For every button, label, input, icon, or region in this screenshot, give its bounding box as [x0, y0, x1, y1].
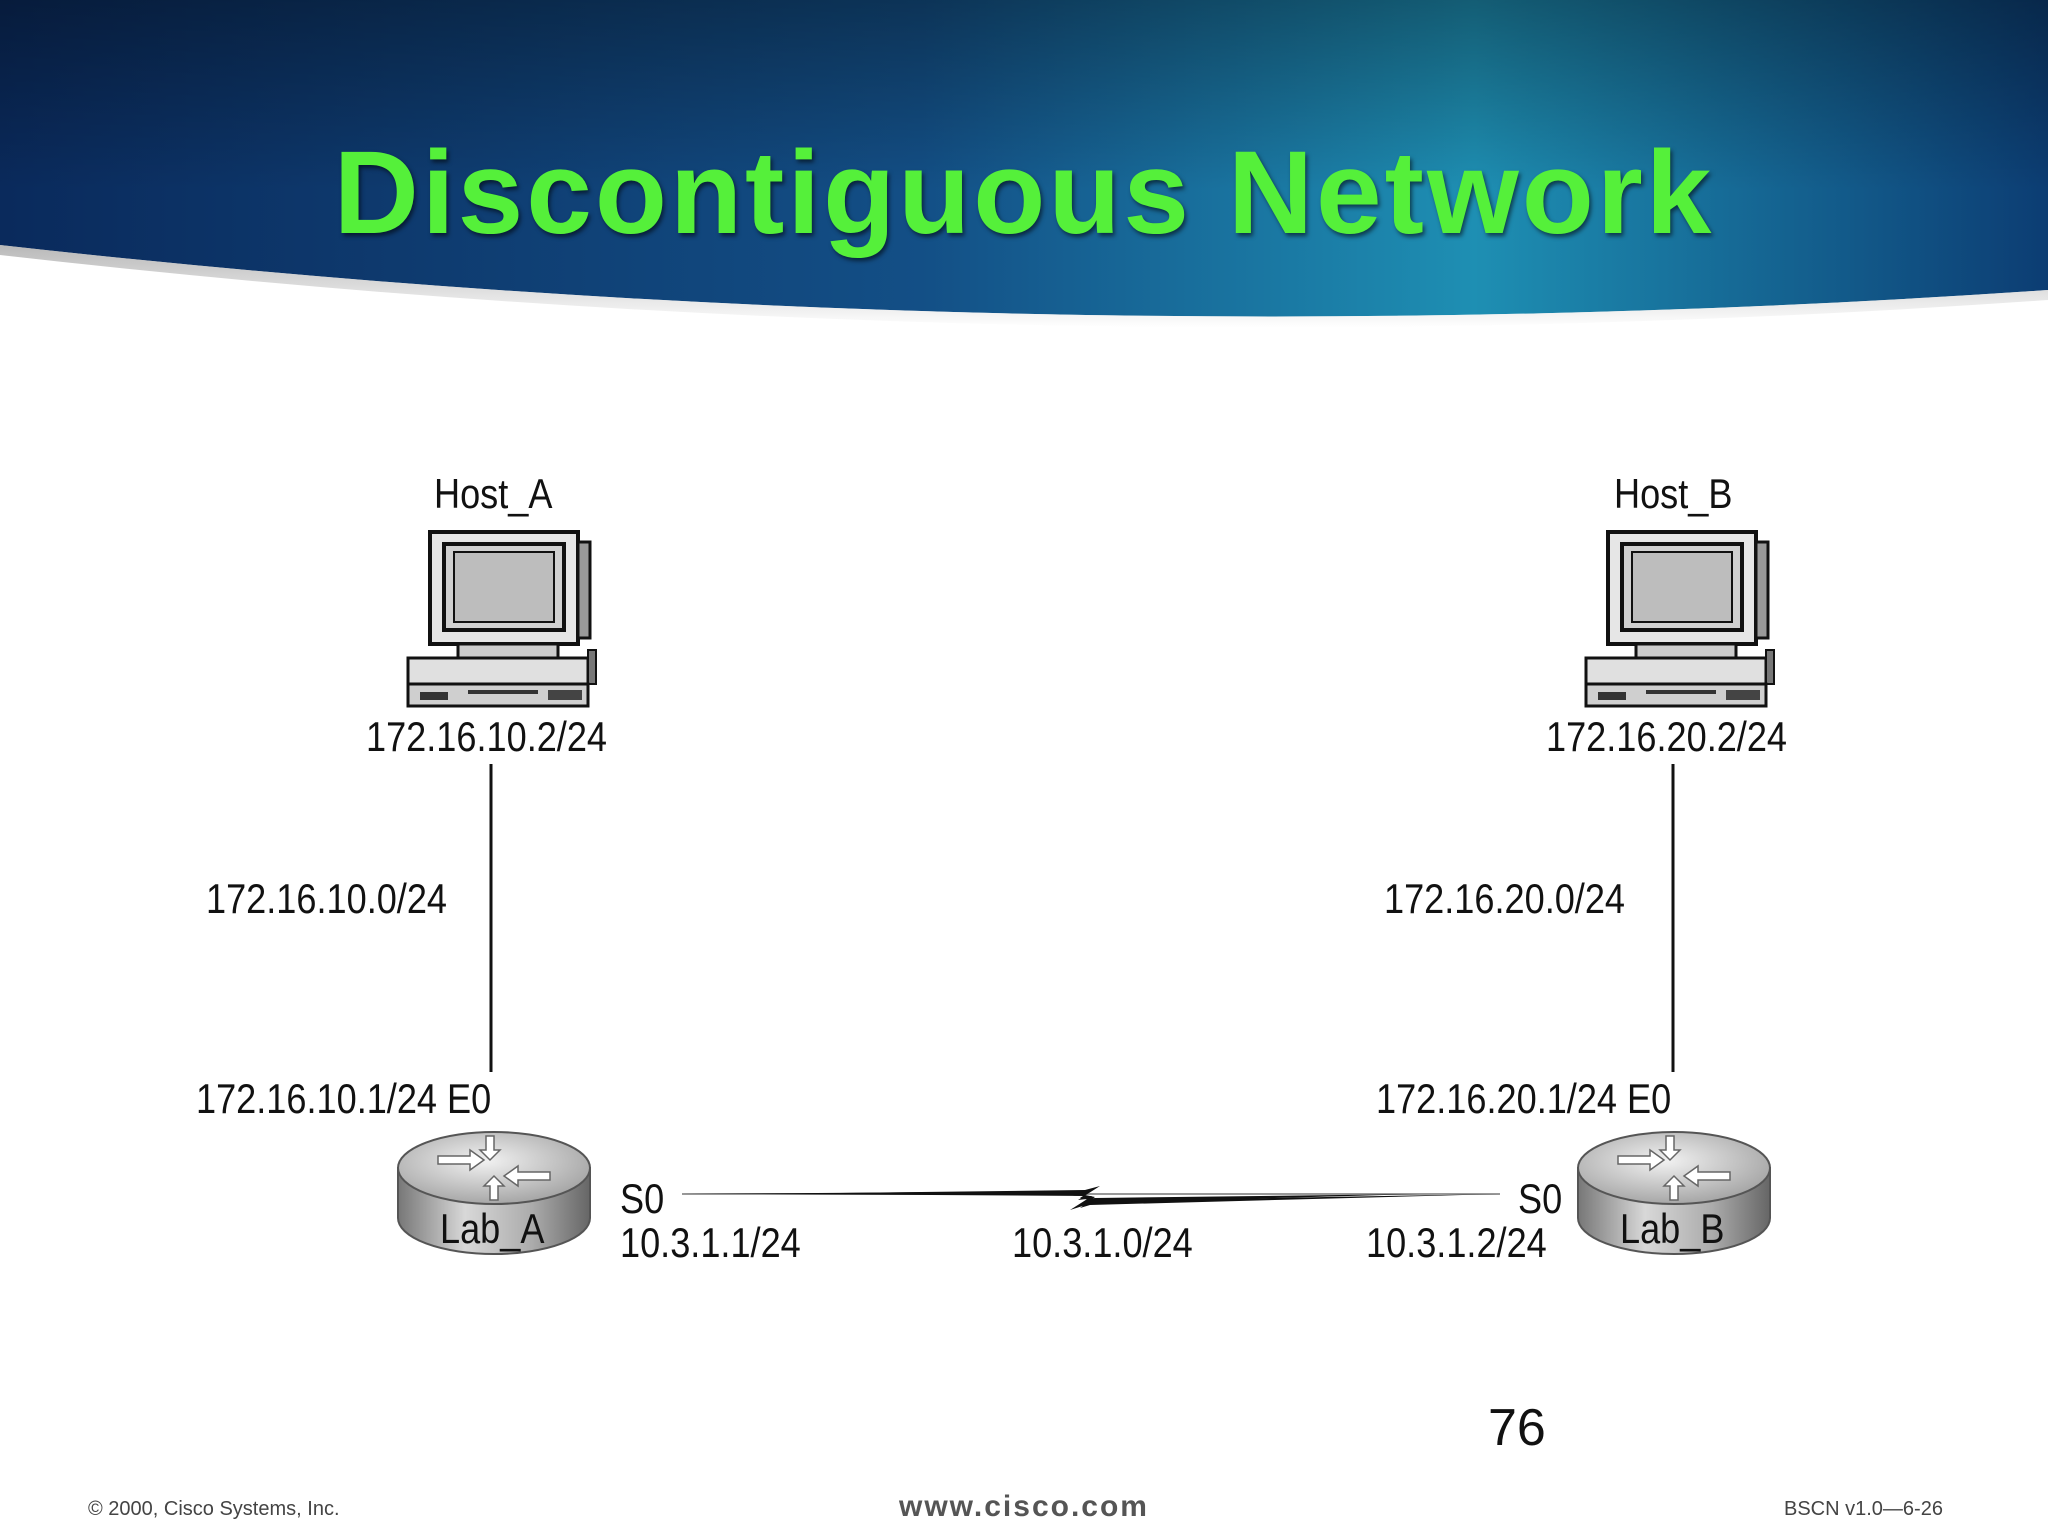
slide-title: Discontiguous Network: [333, 127, 1715, 259]
title-banner: [0, 0, 2048, 328]
router-b-s0-ip: 10.3.1.2/24: [1366, 1219, 1547, 1266]
router-a-e0-label: 172.16.10.1/24 E0: [196, 1075, 492, 1122]
router-lab-a-icon: [397, 1131, 591, 1255]
footer-url: www.cisco.com: [899, 1490, 1149, 1523]
host-b-computer-icon: [1584, 530, 1775, 708]
footer-course-code: BSCN v1.0—6-26: [1784, 1498, 1943, 1520]
router-b-name: Lab_B: [1620, 1205, 1725, 1252]
serial-network-label: 10.3.1.0/24: [1012, 1219, 1193, 1266]
host-a-ip: 172.16.10.2/24: [366, 713, 608, 760]
router-a-s0-ip: 10.3.1.1/24: [620, 1219, 801, 1266]
router-lab-b-icon: [1577, 1131, 1771, 1255]
host-a-name: Host_A: [434, 470, 553, 517]
footer-copyright: © 2000, Cisco Systems, Inc.: [88, 1498, 340, 1520]
host-b-name: Host_B: [1614, 470, 1733, 517]
router-b-s0-label: S0: [1518, 1175, 1563, 1222]
host-b-ip: 172.16.20.2/24: [1546, 713, 1788, 760]
router-a-s0-label: S0: [620, 1175, 665, 1222]
router-b-e0-label: 172.16.20.1/24 E0: [1376, 1075, 1672, 1122]
serial-link: [682, 1186, 1500, 1210]
network-b-label: 172.16.20.0/24: [1384, 875, 1626, 922]
host-a-computer-icon: [406, 530, 597, 708]
page-number: 76: [1488, 1399, 1546, 1457]
router-a-name: Lab_A: [440, 1205, 545, 1252]
network-a-label: 172.16.10.0/24: [206, 875, 448, 922]
